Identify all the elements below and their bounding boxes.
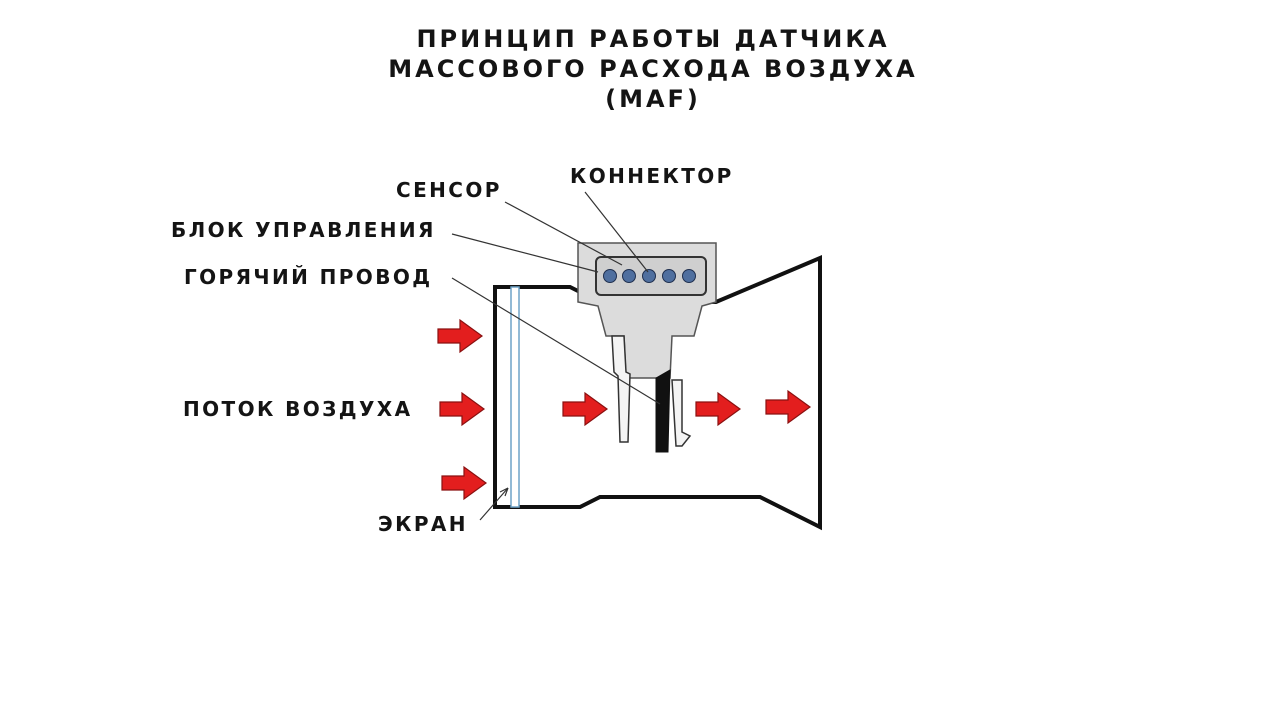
- title-line-1: ПРИНЦИП РАБОТЫ ДАТЧИКА: [416, 25, 890, 53]
- leader-arrowhead-screen: [499, 487, 509, 497]
- label-sensor: СЕНСОР: [396, 178, 502, 202]
- connector-pin-icon: [662, 269, 676, 283]
- leader-line-hot-wire: [451, 277, 661, 405]
- connector-pin-icon: [642, 269, 656, 283]
- title-line-2: МАССОВОГО РАСХОДА ВОЗДУХА: [388, 55, 918, 83]
- connector-pin-icon: [603, 269, 617, 283]
- right-arrow-icon: [439, 392, 485, 426]
- sensor-probe-left: [611, 335, 631, 443]
- leader-line-screen: [479, 487, 509, 521]
- label-screen: ЭКРАН: [378, 512, 468, 536]
- title-line-3: (MAF): [605, 85, 701, 113]
- connector-pin-icon: [622, 269, 636, 283]
- connector-pin-icon: [682, 269, 696, 283]
- page-title: ПРИНЦИП РАБОТЫ ДАТЧИКА МАССОВОГО РАСХОДА…: [340, 24, 966, 114]
- right-arrow-icon: [441, 466, 487, 500]
- sensor-probe-right: [671, 379, 692, 447]
- label-control-unit: БЛОК УПРАВЛЕНИЯ: [171, 218, 436, 242]
- leader-line-connector: [584, 191, 649, 273]
- label-air-flow: ПОТОК ВОЗДУХА: [183, 397, 413, 421]
- hot-wire-element: [655, 369, 671, 453]
- right-arrow-icon: [437, 319, 483, 353]
- label-connector: КОННЕКТОР: [570, 164, 734, 188]
- leader-line-control-unit: [451, 233, 599, 273]
- label-hot-wire: ГОРЯЧИЙ ПРОВОД: [184, 265, 433, 289]
- inlet-screen: [510, 286, 520, 508]
- leader-line-sensor: [504, 201, 623, 266]
